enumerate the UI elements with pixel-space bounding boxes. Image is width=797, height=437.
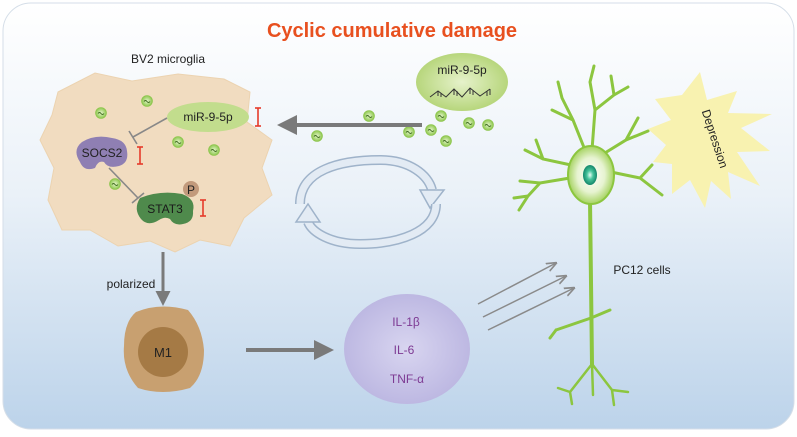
mirna-inner-label: miR-9-5p [183, 110, 233, 124]
stat3-label: STAT3 [147, 202, 183, 216]
mirna-outer-label: miR-9-5p [437, 63, 487, 77]
pc12-neuron [512, 64, 664, 407]
pc12-label: PC12 cells [613, 263, 670, 277]
rna-strand-icon [429, 87, 491, 98]
mirna-particle [425, 124, 437, 136]
cytokine-il1b: IL-1β [392, 315, 420, 329]
m1-nucleus [138, 327, 188, 377]
phospho-label: P [187, 183, 195, 197]
mirna-particle [440, 135, 452, 147]
socs2-protein [76, 136, 128, 170]
cycle-arrows-icon [294, 154, 446, 250]
mirna-particle [141, 95, 153, 107]
neuron-nucleus [583, 165, 597, 185]
mirna-particle [95, 107, 107, 119]
mirna-particle [403, 126, 415, 138]
inhibition-line-socs2-stat3 [108, 167, 145, 204]
mirna-particle [463, 117, 475, 129]
mirna-particle [482, 119, 494, 131]
mirna-particle [435, 110, 447, 122]
cytokine-blob [344, 294, 470, 404]
mirna-particle [109, 178, 121, 190]
microglia-cell [39, 72, 273, 253]
mirna-particle [311, 130, 323, 142]
cytokine-to-neuron-arrows [477, 263, 574, 331]
mirna-particle [172, 136, 184, 148]
mirna-particle [208, 144, 220, 156]
cytokine-tnfa: TNF-α [390, 372, 424, 386]
depression-burst [648, 72, 772, 208]
downregulation-indicator-socs2 [137, 146, 143, 165]
stat3-protein [136, 192, 194, 225]
socs2-label: SOCS2 [82, 146, 123, 160]
diagram-title: Cyclic cumulative damage [267, 20, 517, 42]
polarized-label: polarized [107, 277, 156, 291]
phospho-group [183, 181, 199, 197]
mirna-particle [363, 110, 375, 122]
m1-label: M1 [154, 345, 172, 360]
cytokine-il6: IL-6 [394, 343, 415, 357]
microglia-label: BV2 microglia [131, 52, 205, 66]
inhibition-line-mir-socs2 [128, 117, 168, 145]
mirna-inner-blob [167, 102, 249, 132]
upregulation-indicator [255, 107, 261, 127]
mirna-outer-blob [416, 53, 508, 111]
upregulation-indicator-stat3 [200, 199, 206, 217]
